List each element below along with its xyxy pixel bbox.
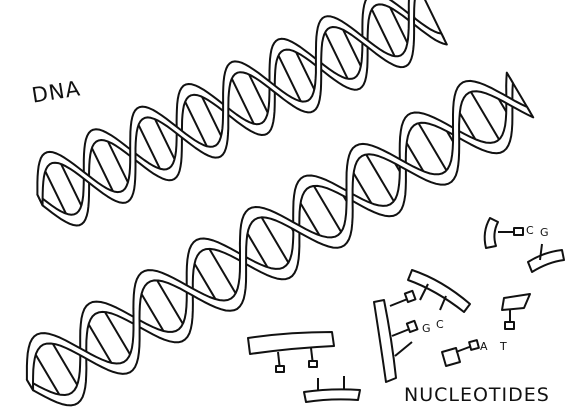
nucleotide-fragment (374, 300, 396, 382)
base-letter-c: C (436, 318, 444, 331)
nucleotide-fragment (304, 389, 360, 402)
backbone-strand-a (37, 0, 446, 225)
nucleotides-label: NUCLEOTIDES (404, 384, 550, 406)
nucleotide-fragment (485, 218, 498, 248)
nucleotide-fragment (528, 250, 564, 272)
base-letter-c: C (526, 224, 534, 237)
nucleotide-fragment (408, 270, 470, 312)
base-letter-g: G (422, 322, 431, 335)
nucleotide-fragment (502, 294, 530, 310)
upper-double-helix (37, 0, 446, 226)
base-letter-g: G (540, 226, 549, 239)
backbone-strand-b (37, 0, 418, 205)
base-letter-t: T (500, 340, 507, 353)
base-letter-a: A (480, 340, 488, 353)
nucleotide-fragment (248, 332, 334, 354)
